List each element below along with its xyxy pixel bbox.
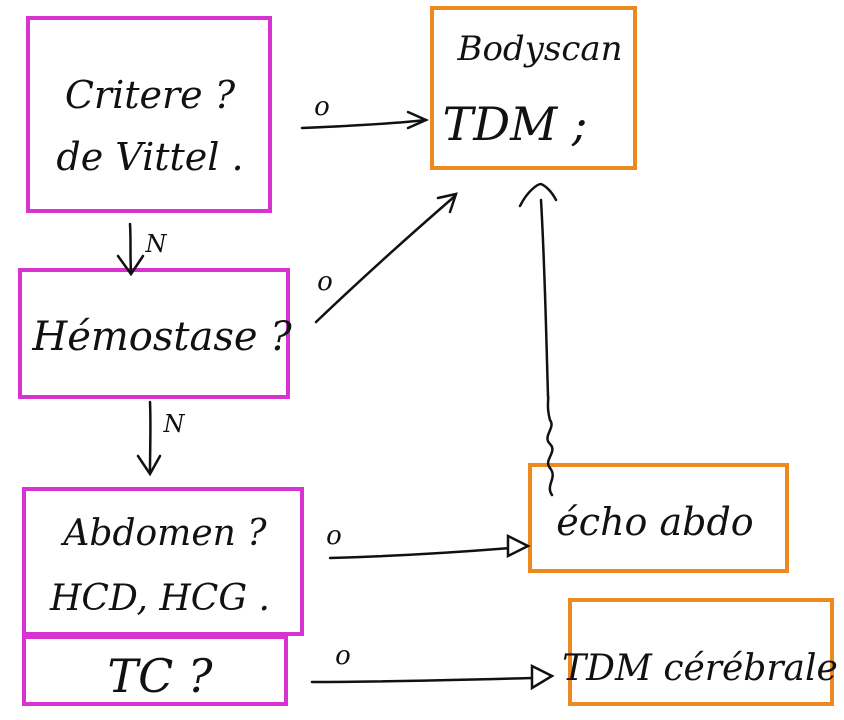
- tc-node: TC ?: [22, 635, 288, 706]
- arrow-criteria-to-hemostase: [116, 222, 145, 277]
- hemostase-label: Hémostase ?: [31, 314, 292, 360]
- tdm-cerebrale-box: [568, 598, 834, 706]
- arrow-echo-to-bodyscan: [518, 182, 558, 497]
- bodyscan-label-line1: Bodyscan: [456, 29, 622, 69]
- abdomen-box: [22, 487, 304, 636]
- abdomen-node: Abdomen ? HCD, HCG .: [22, 487, 304, 636]
- edge-label-criteria-to-hemostase: N: [145, 230, 168, 258]
- criteria-label-line1: Critere ?: [65, 73, 236, 117]
- echo-label: écho abdo: [556, 500, 753, 544]
- criteria-label-line2: de Vittel .: [56, 135, 243, 179]
- arrow-tc-to-tdm: [310, 663, 555, 691]
- bodyscan-label-line2: TDM ;: [443, 97, 588, 151]
- bodyscan-box: [430, 6, 637, 170]
- abdomen-label-line1: Abdomen ?: [60, 513, 267, 554]
- criteria-box: [26, 16, 272, 213]
- tdm-cerebrale-node: TDM cérébrale: [562, 598, 838, 706]
- arrow-hemostase-to-abdomen: [136, 400, 162, 477]
- edge-label-abdomen-to-echo: o: [326, 521, 342, 551]
- criteria-node: Critere ? de Vittel .: [26, 16, 272, 213]
- edge-label-criteria-to-bodyscan: o: [314, 92, 330, 122]
- echo-box: [528, 463, 789, 573]
- arrow-criteria-to-bodyscan: [300, 110, 430, 130]
- hemostase-node: Hémostase ?: [18, 268, 292, 399]
- arrow-hemostase-to-bodyscan: [314, 192, 458, 324]
- echo-node: écho abdo: [528, 463, 789, 573]
- arrow-abdomen-to-echo: [328, 533, 531, 560]
- bodyscan-node: Bodyscan TDM ;: [430, 6, 637, 170]
- edge-label-tc-to-tdm: o: [335, 641, 351, 671]
- tc-label: TC ?: [107, 649, 213, 703]
- abdomen-label-line2: HCD, HCG .: [49, 578, 270, 619]
- tc-box: [22, 635, 288, 706]
- edge-label-hemostase-to-abdomen: N: [163, 410, 186, 438]
- hemostase-box: [18, 268, 290, 399]
- edge-label-hemostase-to-bodyscan: o: [317, 267, 333, 297]
- tdm-cerebrale-label: TDM cérébrale: [562, 648, 838, 689]
